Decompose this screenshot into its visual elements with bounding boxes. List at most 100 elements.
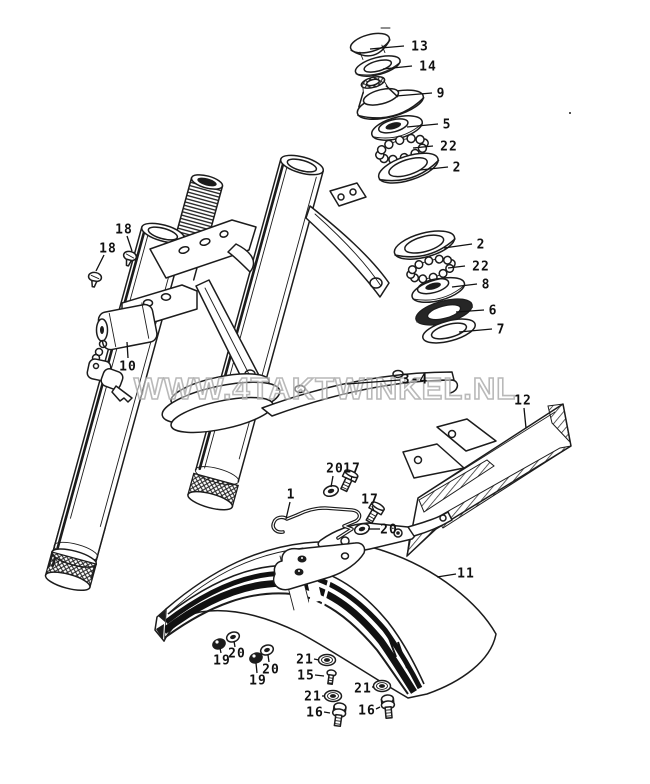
- upper-bearing-stack: [349, 32, 440, 184]
- leader-line: [126, 341, 129, 359]
- part-label-22: 22: [472, 260, 490, 275]
- leader-line: [233, 640, 236, 648]
- leader-line: [369, 45, 405, 50]
- lower-bridge: [161, 369, 459, 434]
- leader-line: [314, 674, 325, 677]
- fender-washer-20a: [322, 484, 340, 498]
- leader-line: [267, 654, 270, 663]
- washer-20c: [225, 631, 241, 643]
- bolt-15: [326, 669, 337, 685]
- leader-line: [330, 475, 334, 488]
- leader-line: [95, 254, 105, 272]
- part-label-20: 20: [262, 663, 280, 678]
- part-label-12: 12: [514, 394, 532, 409]
- part-label-13: 13: [411, 40, 429, 55]
- bearing-race-upper: [377, 152, 440, 184]
- part-label-1: 1: [287, 488, 296, 503]
- part-label-7: 7: [497, 323, 506, 338]
- mud-guard-plate: [402, 403, 572, 558]
- part-label-20: 20: [326, 462, 344, 477]
- leader-line: [313, 658, 320, 661]
- leader-line: [458, 328, 493, 333]
- lower-bearing-stack: [393, 230, 476, 344]
- headlight-tab-bracket: [329, 182, 367, 207]
- part-label-5: 5: [443, 118, 452, 133]
- washer-20d: [259, 644, 275, 656]
- front-fender: [154, 541, 497, 699]
- washer-21c: [372, 679, 392, 693]
- part-label-6: 6: [489, 304, 498, 319]
- part-label-10: 10: [119, 360, 137, 375]
- leader-line: [371, 505, 375, 512]
- fork-gusset-right: [305, 205, 390, 298]
- fender-washer-20b: [353, 522, 371, 536]
- leader-line: [455, 309, 485, 313]
- leader-line: [436, 573, 457, 578]
- seal-washer: [422, 318, 476, 344]
- part-label-15: 15: [297, 669, 315, 684]
- part-label-19: 19: [249, 674, 267, 689]
- cap-washer: [354, 55, 401, 77]
- part-label-16: 16: [306, 706, 324, 721]
- bottom-fasteners: [212, 631, 396, 728]
- fender-bolt-17a: [340, 469, 359, 493]
- part-label-21: 21: [354, 682, 372, 697]
- part-label-21: 21: [296, 653, 314, 668]
- watermark-text: WWW.4TAKTWINKEL.NL: [134, 371, 516, 406]
- leader-line: [375, 706, 381, 710]
- fork-leg-left-bottom: [44, 515, 106, 592]
- part-label-3-4: 3-4: [402, 373, 428, 388]
- part-label-22: 22: [440, 140, 458, 155]
- leader-line: [219, 647, 222, 654]
- part-label-8: 8: [482, 278, 491, 293]
- leader-line: [350, 475, 353, 481]
- keys: [86, 358, 133, 403]
- bolt-16b: [380, 694, 396, 719]
- fender-tip: [154, 608, 167, 642]
- steering-head-top-nut: [356, 75, 425, 120]
- leader-line: [323, 711, 331, 714]
- leader-line: [255, 662, 258, 674]
- leader-line: [126, 235, 133, 252]
- nut-19b: [249, 652, 263, 664]
- part-label-14: 14: [419, 60, 437, 75]
- part-label-9: 9: [437, 87, 446, 102]
- fender-bolt-17b: [365, 501, 385, 525]
- print-artifacts: [380, 27, 571, 114]
- steering-lock: [86, 284, 198, 403]
- leader-line: [443, 243, 473, 249]
- top-bridge-plate: [149, 219, 257, 279]
- washer-21b: [323, 689, 343, 703]
- part-label-2: 2: [453, 161, 462, 176]
- fender-brackets: [273, 511, 453, 591]
- leader-line: [382, 65, 413, 70]
- part-label-20: 20: [380, 523, 398, 538]
- part-label-17: 17: [361, 493, 379, 508]
- leader-line: [395, 92, 433, 97]
- part-label-20: 20: [228, 647, 246, 662]
- part-label-11: 11: [457, 567, 475, 582]
- bottom-cone-race: [411, 276, 466, 304]
- leader-line: [412, 145, 434, 149]
- wire-clip: [271, 506, 362, 540]
- bolt-16a: [331, 702, 347, 728]
- part-label-16: 16: [358, 704, 376, 719]
- part-label-18: 18: [115, 223, 133, 238]
- washer-21a: [317, 653, 337, 667]
- leader-line: [285, 501, 291, 520]
- part-label-18: 18: [99, 242, 117, 257]
- leader-line: [346, 379, 401, 385]
- part-label-2: 2: [477, 238, 486, 253]
- part-label-17: 17: [343, 462, 361, 477]
- leader-line: [523, 407, 527, 429]
- leader-line: [447, 265, 466, 269]
- lock-screws-18: [87, 250, 138, 288]
- fork-assembly: [48, 154, 459, 580]
- leader-line: [451, 283, 478, 288]
- part-label-21: 21: [304, 690, 322, 705]
- part-label-19: 19: [213, 654, 231, 669]
- nut-19a: [212, 638, 226, 650]
- leader-line: [419, 166, 449, 171]
